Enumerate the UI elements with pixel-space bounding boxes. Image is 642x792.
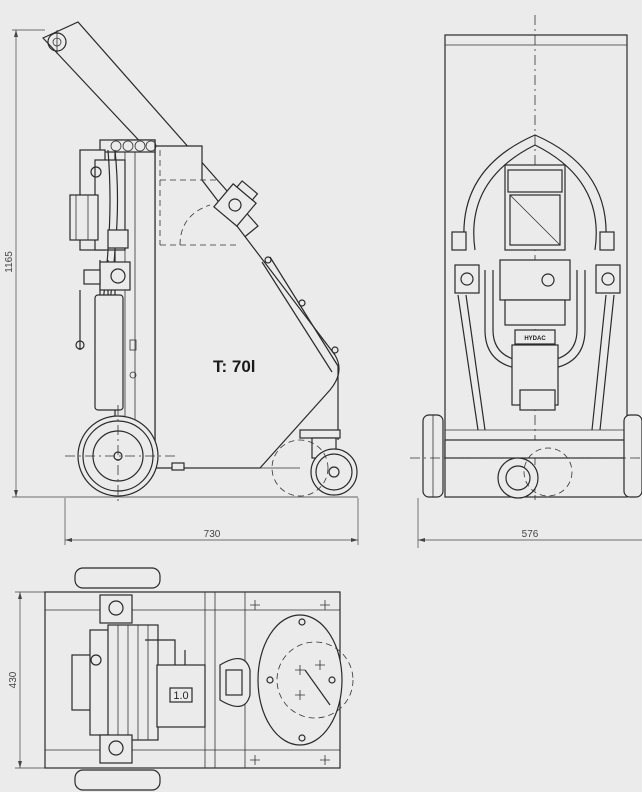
counter-display: 1.0 [173, 690, 188, 702]
dim-width-front: 576 [522, 529, 539, 540]
brand-label: HYDAC [524, 336, 546, 342]
top-view: 430 1.0 [8, 567, 354, 791]
side-view: 1165 730 [4, 21, 359, 545]
dim-length-side: 730 [204, 529, 221, 540]
front-view: 576 HYDAC [410, 15, 642, 548]
tank-capacity-label: T: 70l [213, 357, 256, 376]
dim-width-top: 430 [8, 671, 19, 688]
dim-height-side: 1165 [4, 251, 15, 273]
